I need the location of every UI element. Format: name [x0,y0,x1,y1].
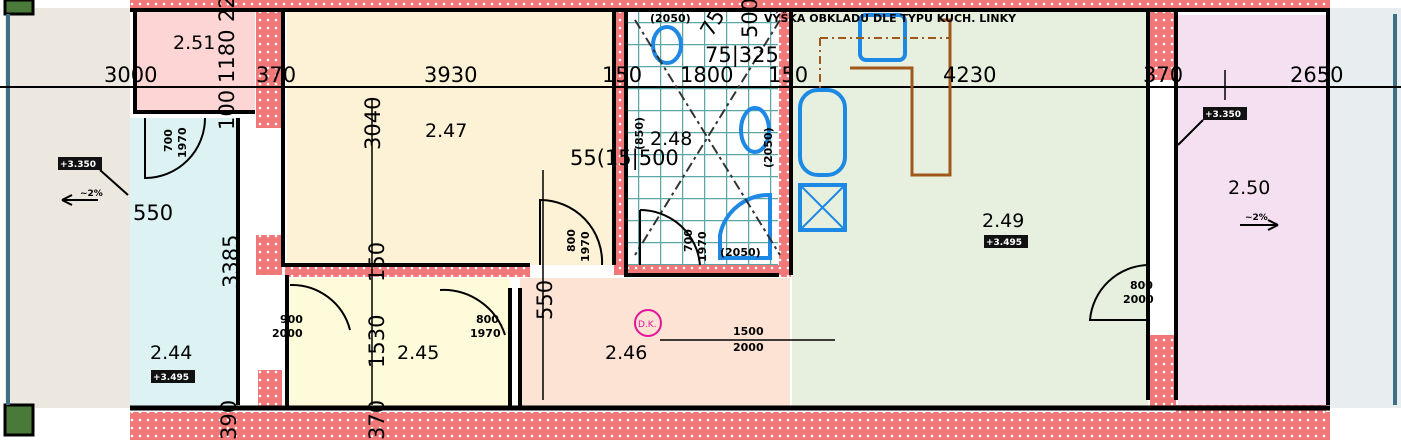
dim-370: 370 [365,400,389,440]
right-strip [1330,8,1401,408]
column [3,403,35,437]
room-245 [287,278,510,406]
dim-1530: 1530 [365,315,389,368]
dim-370: 370 [256,63,296,87]
slope-label: ~2% [80,189,103,199]
slope-label: ~2% [1245,213,1268,223]
door-height: 1970 [696,231,709,262]
level-badge: +3.495 [984,235,1028,248]
dim-2050: (2050) [720,246,761,259]
dk-label: D.K. [638,320,657,330]
dk-marker [634,309,662,337]
dim-370: 370 [1143,63,1183,87]
room-number: 2.48 [650,128,692,150]
room-number: 2.45 [397,342,439,364]
dim-550: 550 [133,201,173,225]
dim-850: (850) [633,117,646,150]
room-number: 2.46 [605,342,647,364]
dim-500: 500 [738,0,762,38]
dim-3385: 3385 [219,235,243,288]
dim-550: 550 [533,280,557,320]
room-number: 2.50 [1228,177,1270,199]
walls [130,0,1330,440]
level-badge: +3.350 [58,157,102,170]
room-251 [137,12,255,112]
room-247 [287,12,614,265]
door-height: 1970 [176,127,189,158]
room-number: 2.44 [150,342,192,364]
door-width: 700 [162,129,175,152]
room-244 [130,118,238,406]
dim-150: 150 [365,242,389,282]
dim-3000: 3000 [104,63,157,87]
room-249 [792,12,1148,406]
dim-75-325: 75|325 [705,43,779,68]
slope-arrow-icon [61,194,98,206]
dim-100: 100 [215,90,239,130]
dim-150: 150 [602,63,642,87]
level-badge: +3.350 [1203,107,1247,120]
room-246 [520,278,790,406]
dim-1180: 1180 [215,30,239,83]
dim-2280: 2280 [215,0,239,22]
dim-3040: 3040 [361,97,385,150]
dim-55-15-500: 55(15|500 [570,146,679,171]
svg-text:+3.350: +3.350 [60,160,96,170]
svg-text:+3.350: +3.350 [1205,110,1241,120]
balcony-left [5,8,130,408]
column [3,0,35,16]
dim-2650: 2650 [1290,63,1343,87]
door-width: 800 [1130,279,1153,292]
door-swings [144,117,1149,336]
diagonal [634,19,781,256]
door-height: 2000 [272,327,303,340]
door-width: 800 [476,313,499,326]
level-badge: +3.495 [151,370,195,383]
dim-150: 150 [768,63,808,87]
dim-390: 390 [217,400,241,440]
svg-text:+3.495: +3.495 [986,238,1022,248]
dim-2050: (2050) [650,12,691,25]
room-number: 2.49 [982,210,1024,232]
door-width: 800 [565,229,578,252]
room-number: 2.47 [425,120,467,142]
dim-3930: 3930 [424,63,477,87]
door-width: 900 [280,313,303,326]
dim-1500: 1500 [733,325,764,338]
room-250 [1178,15,1328,405]
dim-2050: (2050) [762,127,775,168]
kitchen-counter [819,18,952,177]
wall-outlines [130,8,1330,411]
svg-text:+3.495: +3.495 [153,373,189,383]
door-height: 1970 [579,231,592,262]
room-number: 2.51 [173,32,215,54]
slope-arrow-icon [1240,219,1279,231]
tile-height-note: VÝŠKA OBKLADU DLE TYPU KUCH. LINKY [764,12,1017,25]
dim-1800: 1800 [680,63,733,87]
door-height: 2000 [1123,293,1154,306]
door-width: 700 [682,229,695,252]
dim-2000: 2000 [733,341,764,354]
dim-4230: 4230 [943,63,996,87]
door-height: 1970 [470,327,501,340]
